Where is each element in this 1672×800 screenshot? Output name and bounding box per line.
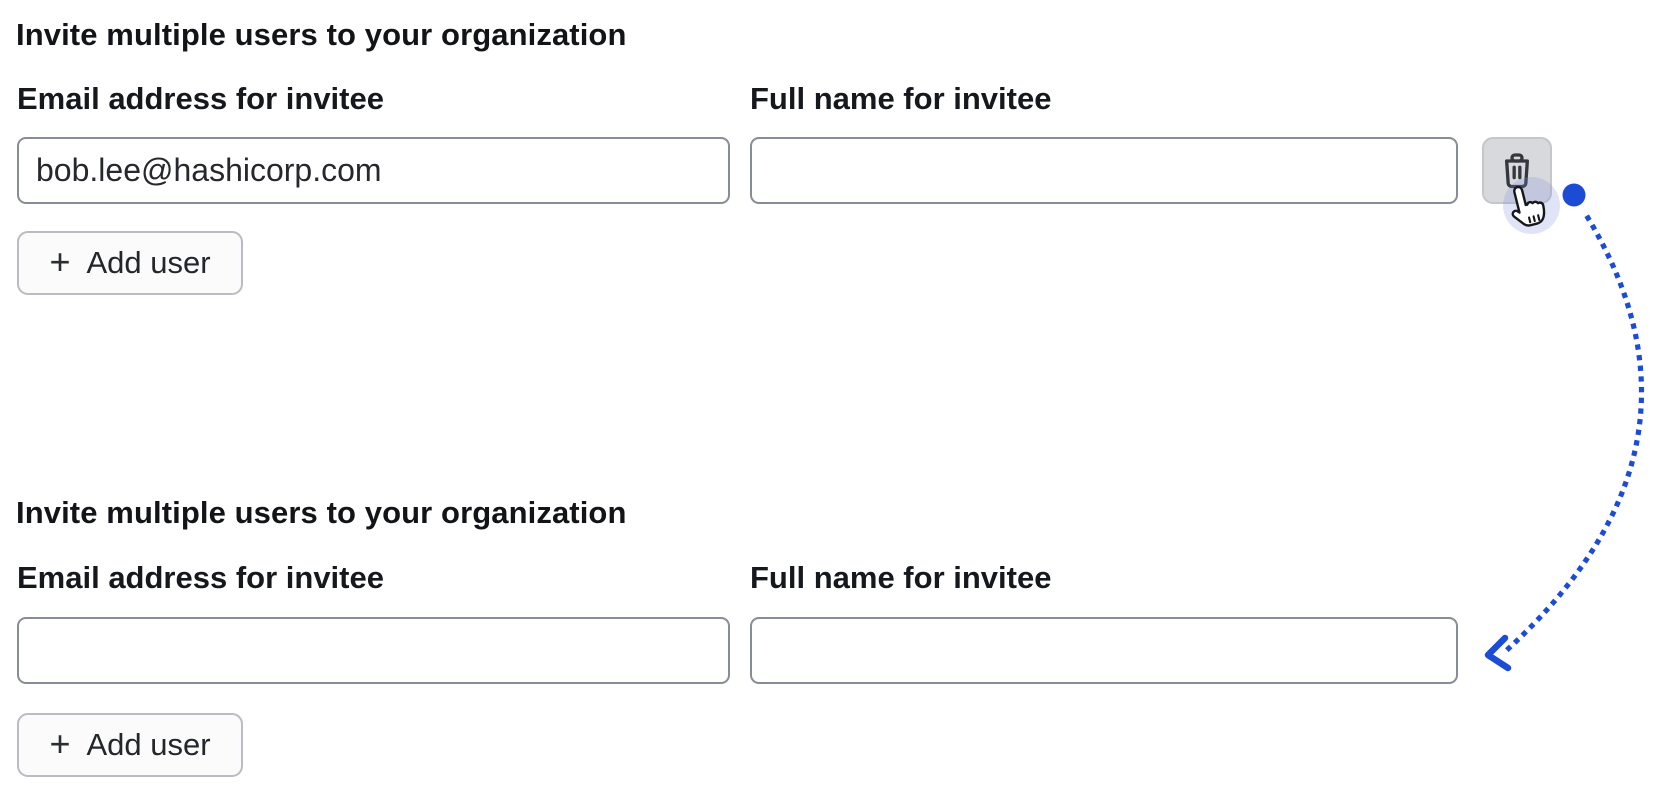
form-heading: Invite multiple users to your organizati…: [16, 495, 627, 530]
email-label: Email address for invitee: [17, 81, 384, 116]
full-name-input[interactable]: [750, 137, 1458, 204]
annotation-dotted-curve: [1504, 214, 1645, 653]
trash-icon: [1497, 150, 1537, 192]
add-user-button[interactable]: + Add user: [17, 231, 243, 295]
add-user-button[interactable]: + Add user: [17, 713, 243, 777]
email-label: Email address for invitee: [17, 560, 384, 595]
email-input[interactable]: [17, 617, 730, 684]
full-name-label: Full name for invitee: [750, 81, 1052, 116]
full-name-input[interactable]: [750, 617, 1458, 684]
add-user-label: Add user: [86, 245, 211, 280]
add-user-label: Add user: [86, 727, 211, 762]
full-name-label: Full name for invitee: [750, 560, 1052, 595]
plus-icon: +: [49, 240, 71, 282]
form-heading: Invite multiple users to your organizati…: [16, 17, 627, 52]
annotation-arrowhead: [1484, 634, 1512, 672]
plus-icon: +: [49, 722, 71, 764]
email-input[interactable]: [17, 137, 730, 204]
annotation-start-dot: [1562, 183, 1586, 207]
delete-row-button[interactable]: [1482, 137, 1552, 204]
